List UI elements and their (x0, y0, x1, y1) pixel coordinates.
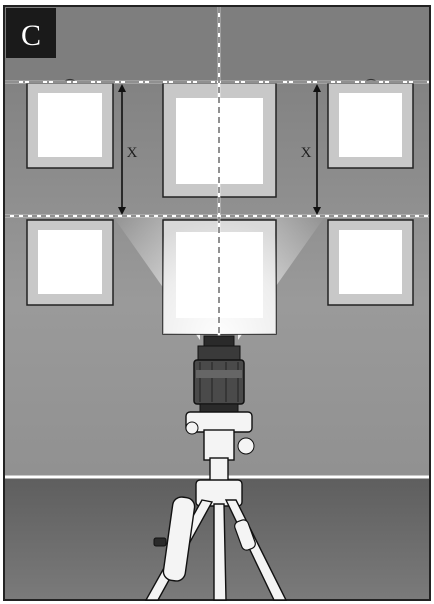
tripod-icon (144, 411, 288, 601)
laser-level-icon (193, 335, 245, 413)
panel-letter: C (21, 19, 41, 52)
dimension-label-left: X (127, 145, 138, 161)
frame-bottom-left (26, 219, 114, 306)
dimension-right (313, 84, 321, 215)
dimension-label-right: X (301, 145, 312, 161)
dimension-left (118, 84, 126, 215)
frame-top-right (327, 78, 414, 169)
frame-top-left (26, 78, 114, 169)
frame-bottom-right (327, 219, 414, 306)
panel-letter-badge (6, 8, 56, 58)
wall-top-band (5, 7, 429, 82)
